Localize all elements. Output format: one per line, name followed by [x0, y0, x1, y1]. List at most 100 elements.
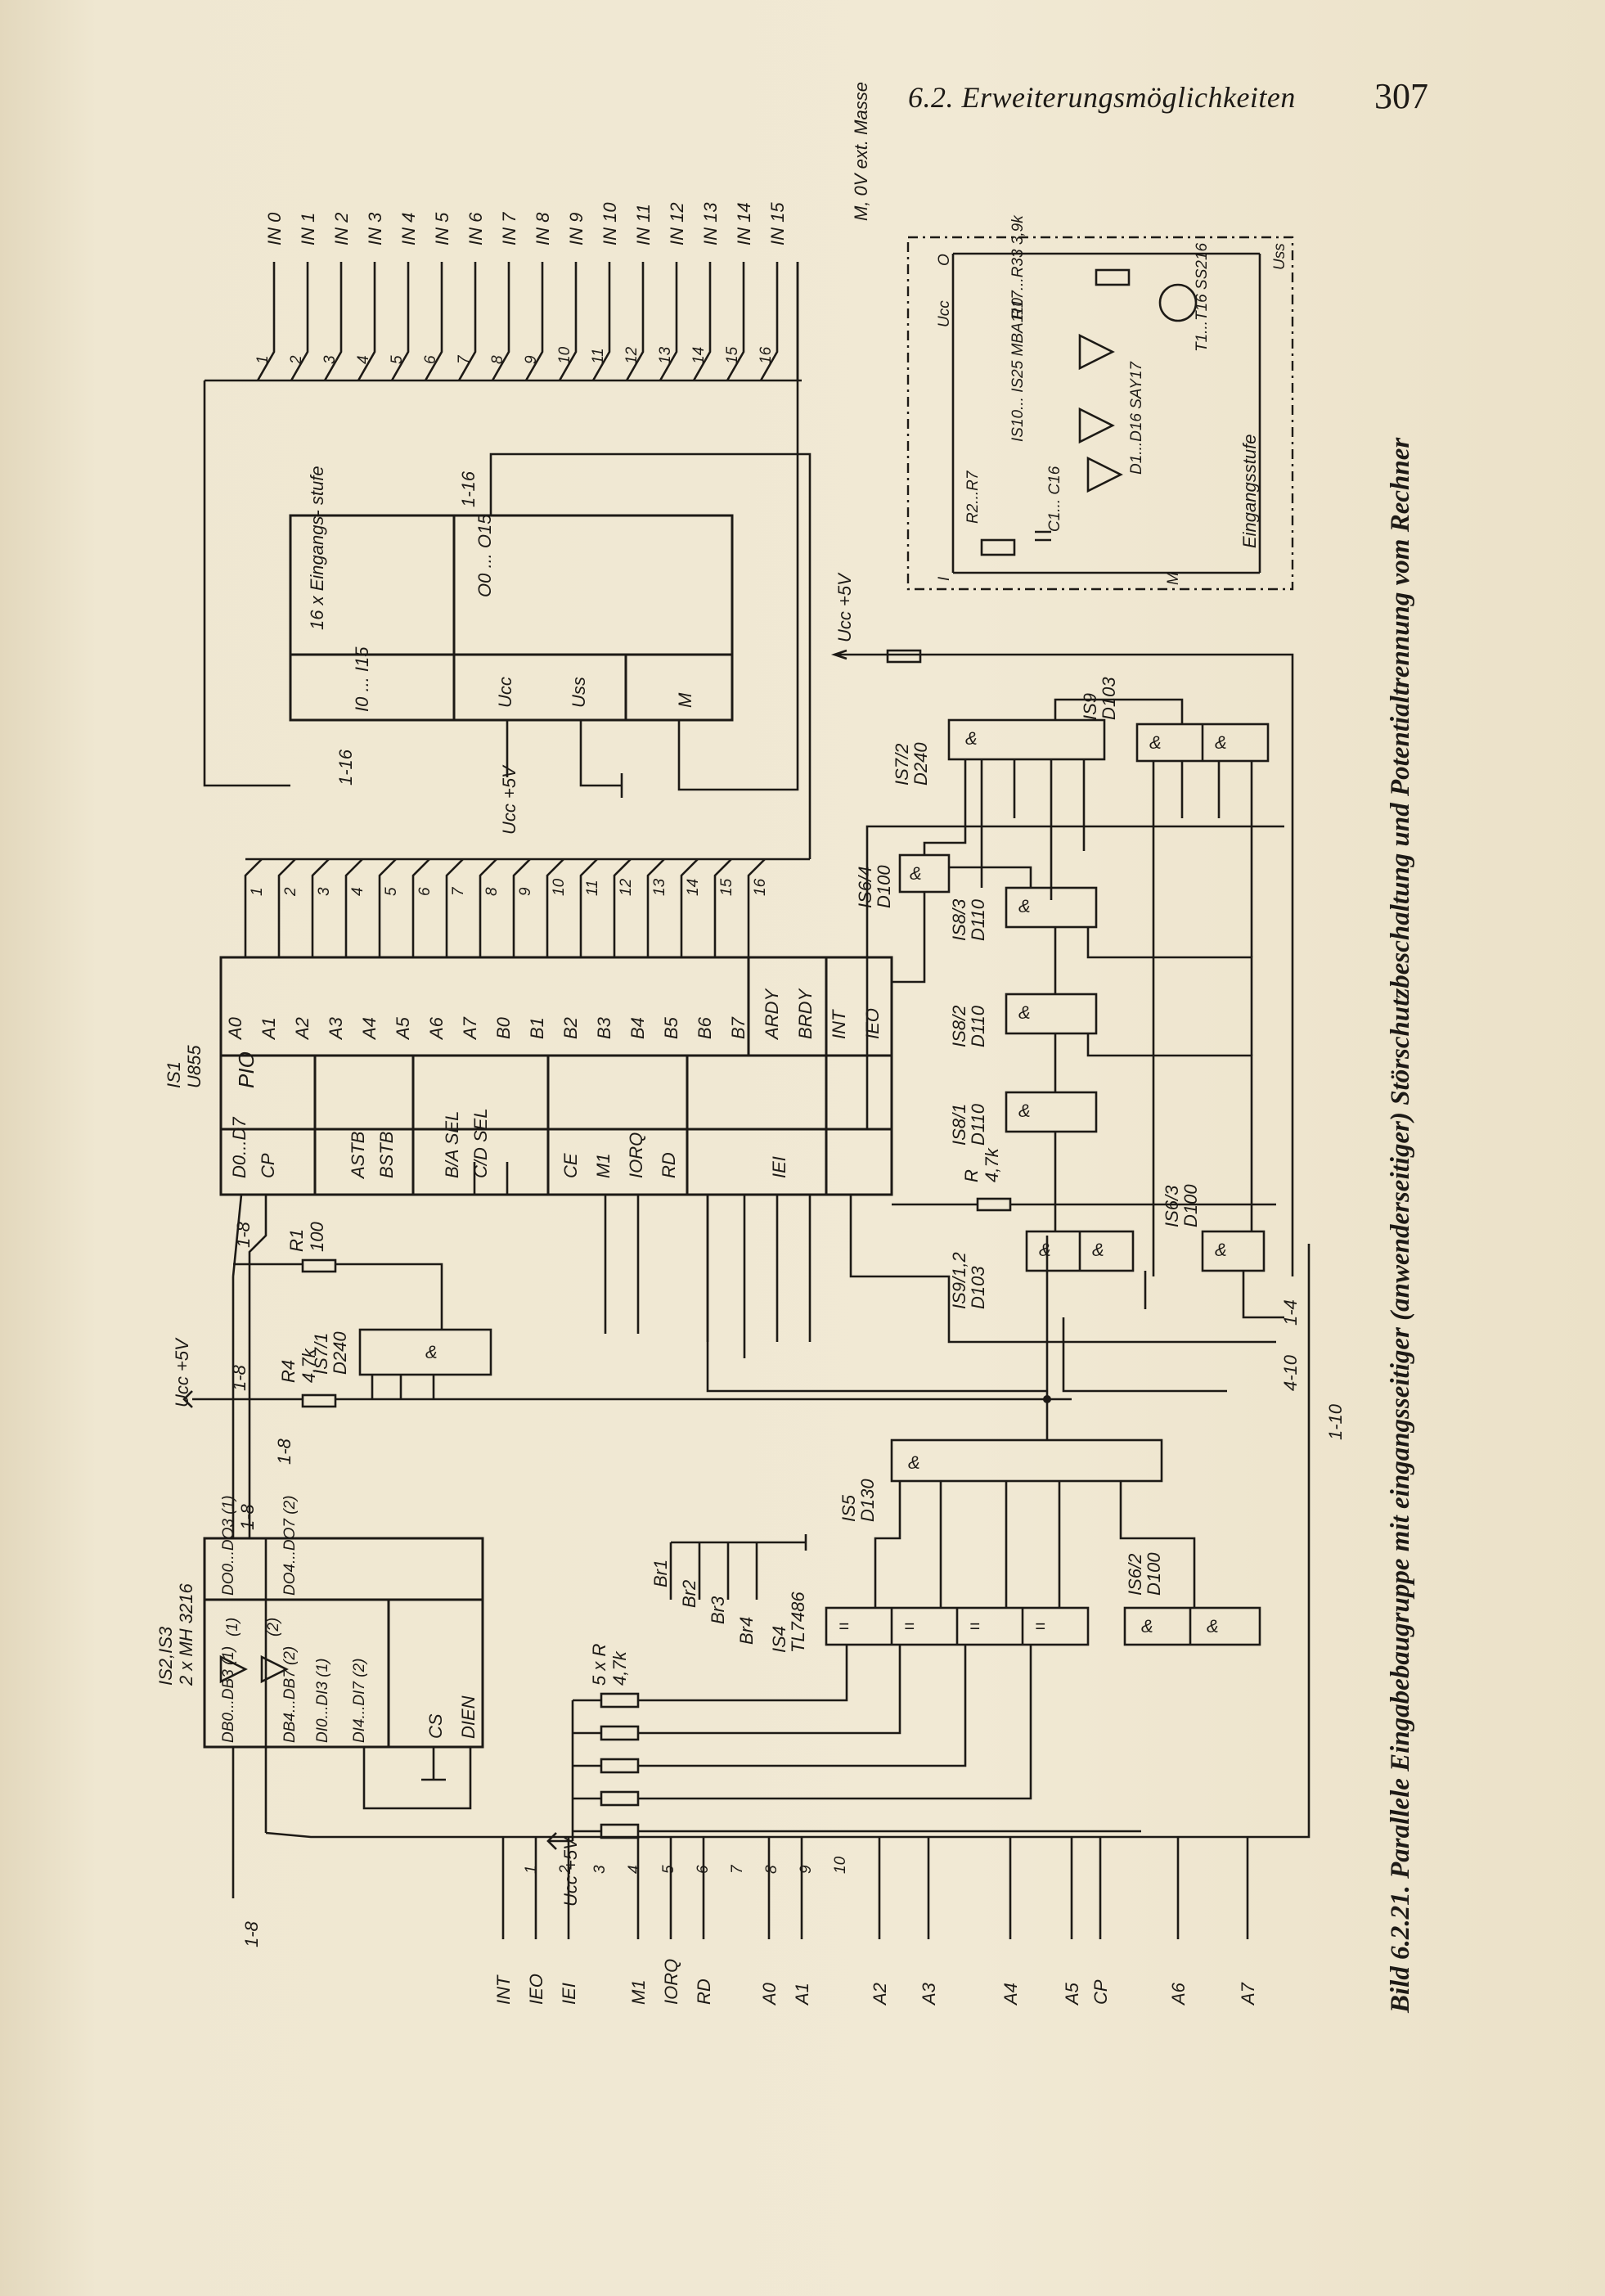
pio-port-number: 12 [618, 878, 635, 896]
gate-is8-1-sym: & [1018, 1101, 1031, 1121]
pio-pin-right: B2 [560, 1017, 581, 1039]
bus-driver-cs: CS [425, 1713, 446, 1739]
jumper-br3: Br3 [708, 1596, 728, 1624]
r4-id: R4 [278, 1360, 299, 1383]
input-line-wire [457, 262, 477, 381]
input-line-label: IN 2 [331, 213, 352, 245]
input-stage-block: 16 x Eingangs- stufe I0 ... I15 O0 ... O… [289, 262, 811, 859]
pio-pin-left: CP [258, 1153, 278, 1178]
gate-is4-id: IS4 [769, 1626, 789, 1653]
input-line-number: 15 [724, 346, 741, 364]
gate-is8-3: & IS8/3 D110 [949, 886, 1098, 941]
bus-driver-tri1: (1) [224, 1618, 241, 1636]
bus-label-1-8-e: 1-8 [237, 1503, 258, 1530]
supply-1: Ucc +5V [172, 1337, 192, 1407]
input-line-wire [390, 262, 410, 381]
input-line-number: 6 [422, 355, 439, 364]
pio-pin-right: B3 [594, 1016, 614, 1039]
gate-is6-2-sym: & [1207, 1616, 1219, 1636]
r-value: 4,7k [982, 1147, 1002, 1182]
cpu-pin-number: 9 [798, 1865, 815, 1874]
pio-pin-right: A5 [393, 1016, 413, 1041]
bus-label-1-8-b: 1-8 [241, 1920, 262, 1947]
pio-port-number: 16 [752, 878, 769, 896]
input-line-label: IN 1 [298, 213, 318, 245]
bus-driver-dien: DIEN [458, 1695, 479, 1739]
input-stage-symbol: 16 x Eingangs- stufe [307, 466, 327, 630]
gate-is4-sym-1: = [838, 1616, 849, 1636]
pio-port-number: 15 [718, 878, 735, 896]
pio-pin-left: D0...D7 [229, 1117, 250, 1178]
pio-port-wire [613, 858, 632, 957]
gate-is4-sym-3: = [969, 1616, 980, 1636]
pio-pin-left: CE [560, 1153, 581, 1178]
pio-type: U855 [184, 1045, 205, 1088]
gate-is8-3-id: IS8/3 [949, 898, 969, 941]
input-line-number: 4 [355, 355, 372, 364]
input-line-number: 12 [623, 346, 641, 364]
input-stage-outputs: O0 ... O15 [474, 514, 495, 597]
pio-port-wire [646, 858, 665, 957]
figure-caption: Bild 6.2.21. Parallele Eingabebaugruppe … [1386, 437, 1415, 2013]
gate-is6-3-type: D100 [1180, 1184, 1201, 1227]
gate-is6-4-type: D100 [874, 865, 894, 908]
detail-pin-uss: Uss [1271, 243, 1288, 270]
input-line-number: 14 [690, 347, 708, 364]
pio-pin-right: A3 [326, 1016, 346, 1041]
gate-is4-sym-2: = [904, 1616, 915, 1636]
cpu-signal-label: CP [1090, 1979, 1111, 2005]
jumper-br1: Br1 [650, 1560, 671, 1587]
gate-is7-2-type: D240 [910, 742, 931, 786]
input-line-wire [524, 262, 544, 381]
gate-is5: & IS5 D130 [838, 1438, 1163, 1522]
cpu-pin-number: 1 [523, 1865, 540, 1874]
input-line-wire [659, 262, 678, 381]
input-line-number: 5 [389, 355, 406, 364]
input-line-label: IN 3 [365, 212, 385, 245]
bus-driver: IS2,IS3 2 x MH 3216 DB0...DB3 (1) DB4...… [155, 1496, 484, 1810]
r4-value: 4,7k [299, 1348, 319, 1383]
input-line-number: 3 [321, 355, 339, 364]
r-id: R [961, 1169, 982, 1182]
r1-id: R1 [286, 1229, 307, 1252]
input-line-wire [692, 262, 712, 381]
gate-is6-12: & & IS6/2 D100 [1123, 1552, 1261, 1646]
pio-pin-right: A7 [460, 1016, 480, 1041]
detail-optocoupler: IS10... IS25 MBA110 [1009, 298, 1027, 442]
gate-is9-sym-1: & [1149, 732, 1162, 753]
pio-pin-right: IEO [862, 1008, 883, 1039]
detail-r-out: R17...R33 3,9k [1009, 214, 1027, 319]
pio-pin-right: A1 [259, 1017, 279, 1041]
detail-pin-ucc: Ucc [936, 300, 953, 327]
pio-pin-right: A6 [426, 1016, 447, 1041]
cpu-signal-label: A4 [1000, 1983, 1021, 2006]
cpu-pin-number: 5 [660, 1865, 677, 1874]
cpu-signal-label: A2 [870, 1983, 890, 2006]
gate-is7-1-sym: & [425, 1342, 438, 1362]
bus-driver-do2: DO4...DO7 (2) [281, 1496, 299, 1596]
pio-port-wire [546, 858, 564, 957]
cpu-pin-number: 7 [729, 1864, 746, 1874]
gate-is7-2-sym: & [965, 728, 978, 749]
pio-port-number: 10 [551, 878, 568, 896]
cpu-pin-number: 2 [557, 1865, 574, 1875]
input-line-number: 1 [254, 355, 272, 364]
bus-driver-name: IS2,IS3 [155, 1626, 176, 1686]
pio-pin-left: B/A SEL [442, 1111, 462, 1178]
input-stage-detail: I M O Ucc Uss R2...R7 C1... C16 D1...D16… [906, 214, 1294, 591]
supply-2: Ucc +5V [560, 1836, 581, 1907]
pio-pin-left: ASTB [348, 1132, 368, 1180]
cpu-signal-label: IEO [526, 1974, 546, 2005]
gate-is9-12-id: IS9/1,2 [949, 1252, 969, 1309]
bus-driver-db1: DB0...DB3 (1) [220, 1646, 237, 1743]
bus-driver-di2: DI4...DI7 (2) [351, 1659, 368, 1743]
pio-pin-right: B6 [695, 1016, 715, 1039]
input-line-number: 9 [523, 355, 540, 364]
bus-label-1-8-c: 1-8 [229, 1364, 250, 1391]
gate-is5-sym: & [908, 1452, 920, 1473]
pio-pin-right: A2 [292, 1017, 312, 1041]
gate-is6-12-type: D100 [1144, 1552, 1164, 1596]
resistor-5r-id: 5 x R [589, 1644, 609, 1686]
